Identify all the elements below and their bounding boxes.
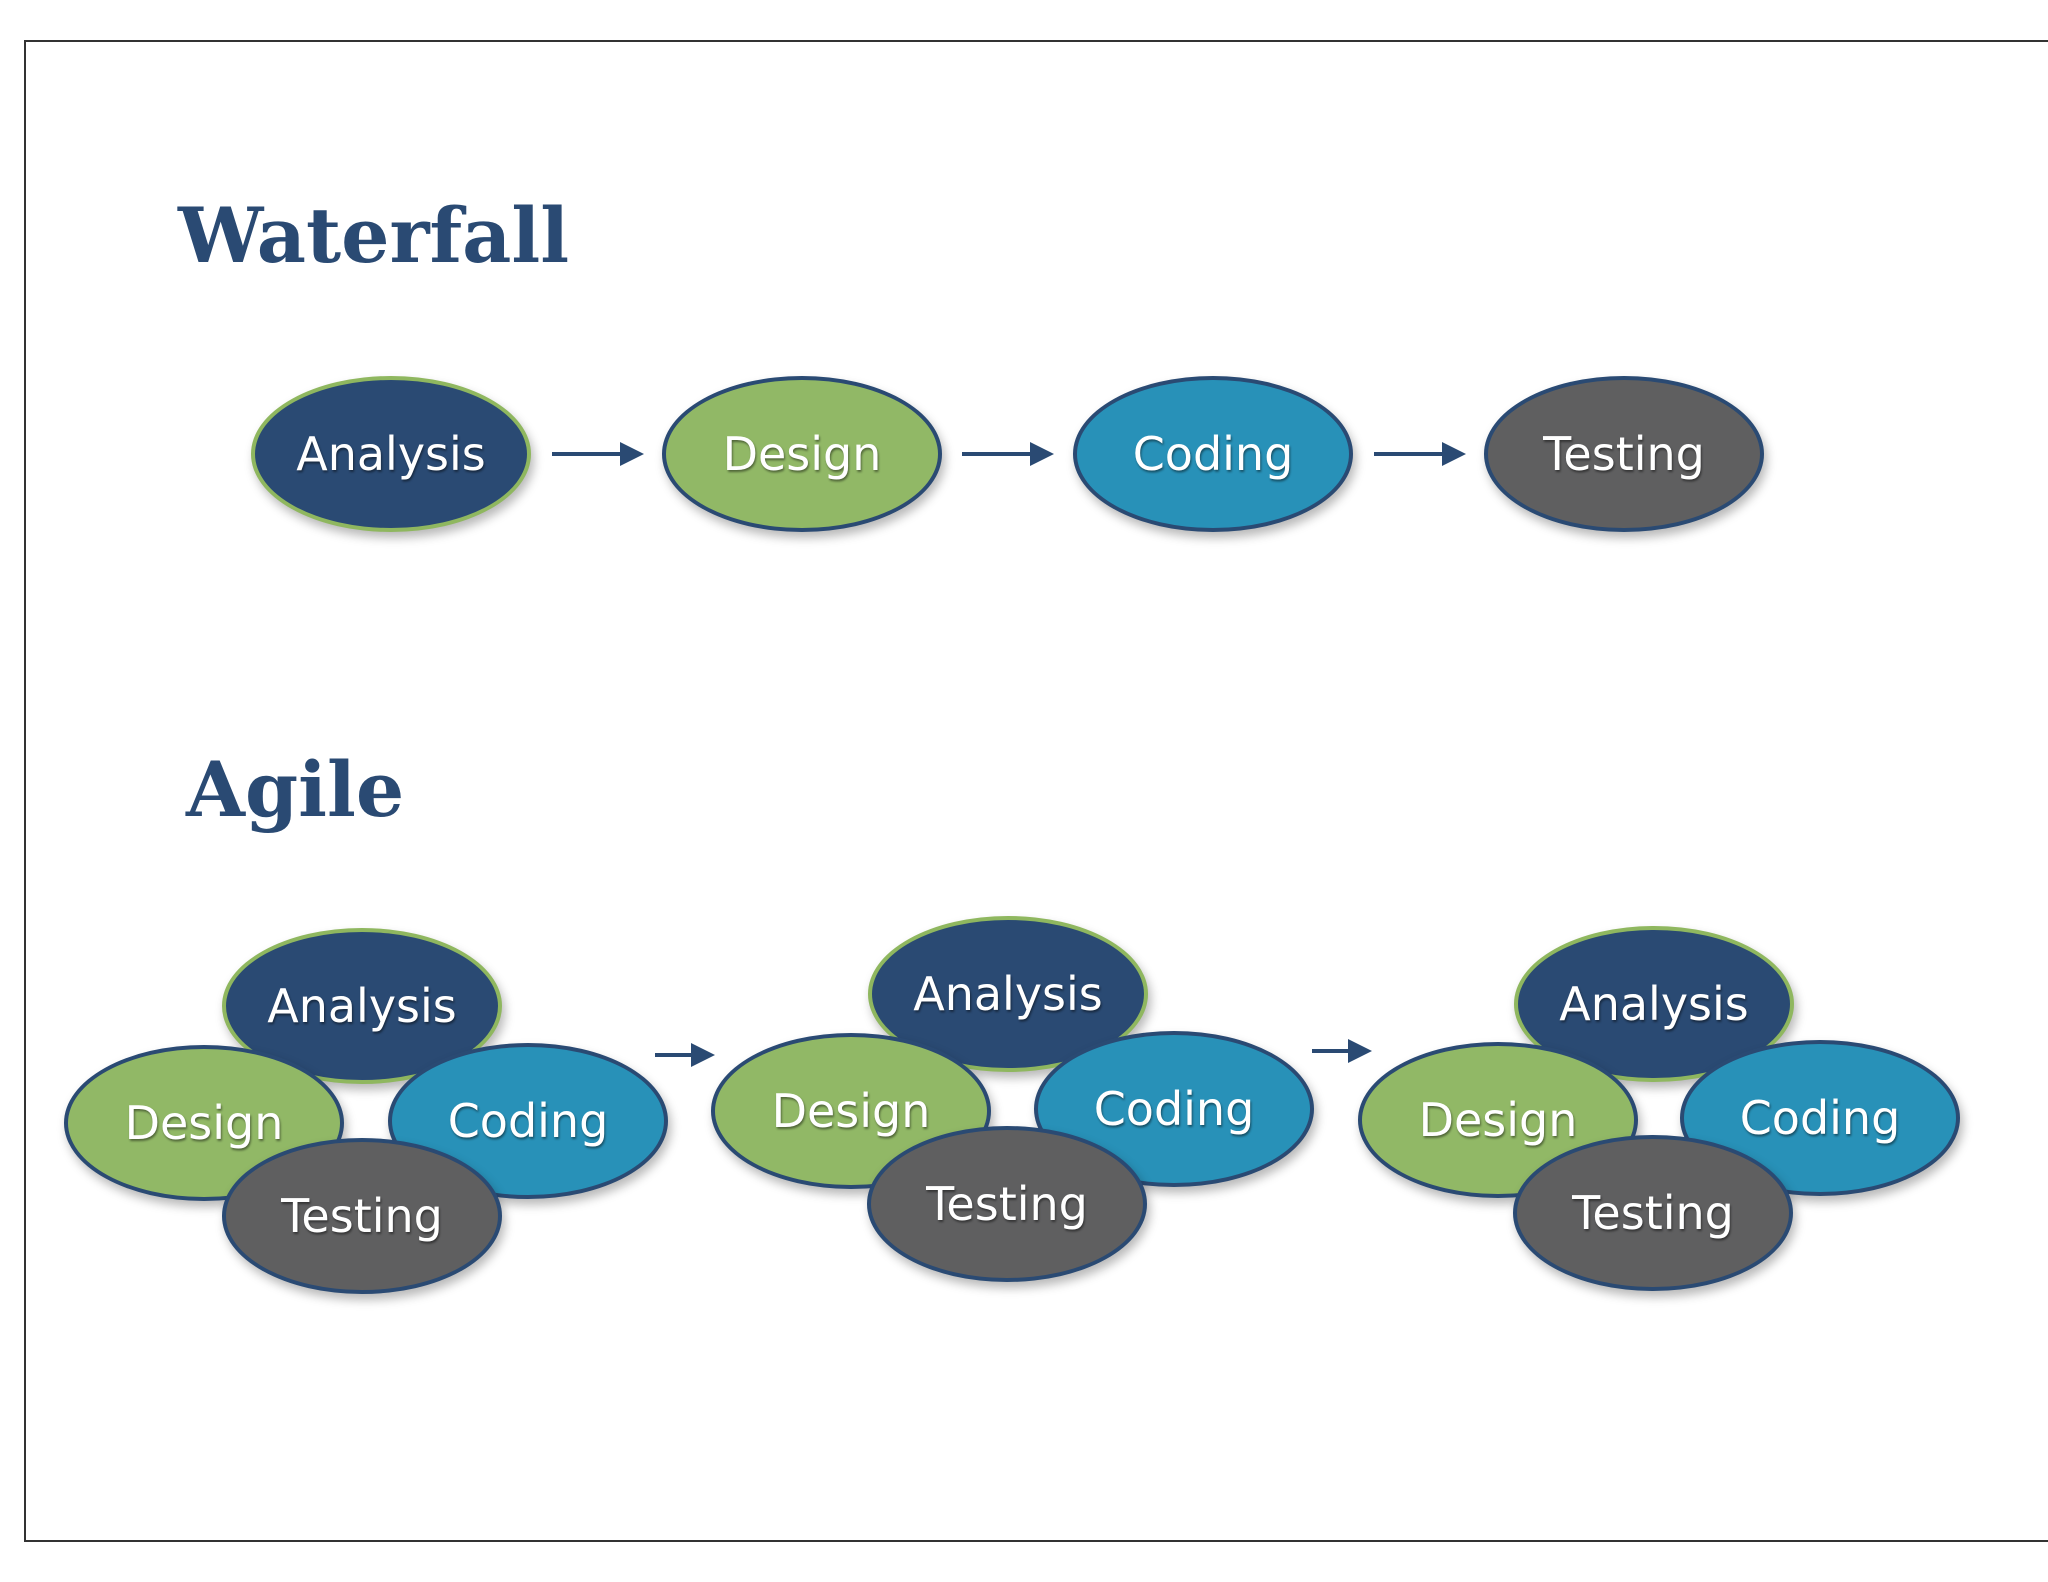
agile-3-testing-label: Testing	[1572, 1186, 1734, 1240]
agile-2-design-label: Design	[771, 1084, 931, 1138]
agile-1-design-label: Design	[124, 1096, 284, 1150]
agile-1-testing-label: Testing	[281, 1189, 443, 1243]
agile-1-analysis: Analysis	[222, 928, 502, 1084]
agile-3-coding-label: Coding	[1739, 1091, 1901, 1145]
waterfall-analysis-stage: Analysis	[251, 376, 531, 532]
agile-2-testing-label: Testing	[926, 1177, 1088, 1231]
waterfall-coding-label: Coding	[1132, 427, 1294, 481]
agile-3-analysis-label: Analysis	[1559, 977, 1749, 1031]
waterfall-design-stage: Design	[662, 376, 942, 532]
waterfall-title: Waterfall	[178, 191, 570, 280]
agile-arrow-1	[655, 1040, 715, 1070]
waterfall-arrow-2	[962, 439, 1054, 469]
waterfall-arrow-1	[552, 439, 644, 469]
waterfall-testing-stage: Testing	[1484, 376, 1764, 532]
agile-title: Agile	[186, 745, 405, 834]
agile-1-analysis-label: Analysis	[267, 979, 457, 1033]
waterfall-analysis-label: Analysis	[296, 427, 486, 481]
waterfall-coding-stage: Coding	[1073, 376, 1353, 532]
agile-2-coding-label: Coding	[1093, 1082, 1255, 1136]
agile-3-design-label: Design	[1418, 1093, 1578, 1147]
agile-2-coding: Coding	[1034, 1031, 1314, 1187]
agile-1-design: Design	[64, 1045, 344, 1201]
agile-2-analysis-label: Analysis	[913, 967, 1103, 1021]
agile-3-testing: Testing	[1513, 1135, 1793, 1291]
agile-arrow-2	[1312, 1036, 1372, 1066]
agile-1-testing: Testing	[222, 1138, 502, 1294]
agile-2-testing: Testing	[867, 1126, 1147, 1282]
waterfall-testing-label: Testing	[1543, 427, 1705, 481]
waterfall-arrow-3	[1374, 439, 1466, 469]
agile-1-coding-label: Coding	[447, 1094, 609, 1148]
waterfall-design-label: Design	[722, 427, 882, 481]
